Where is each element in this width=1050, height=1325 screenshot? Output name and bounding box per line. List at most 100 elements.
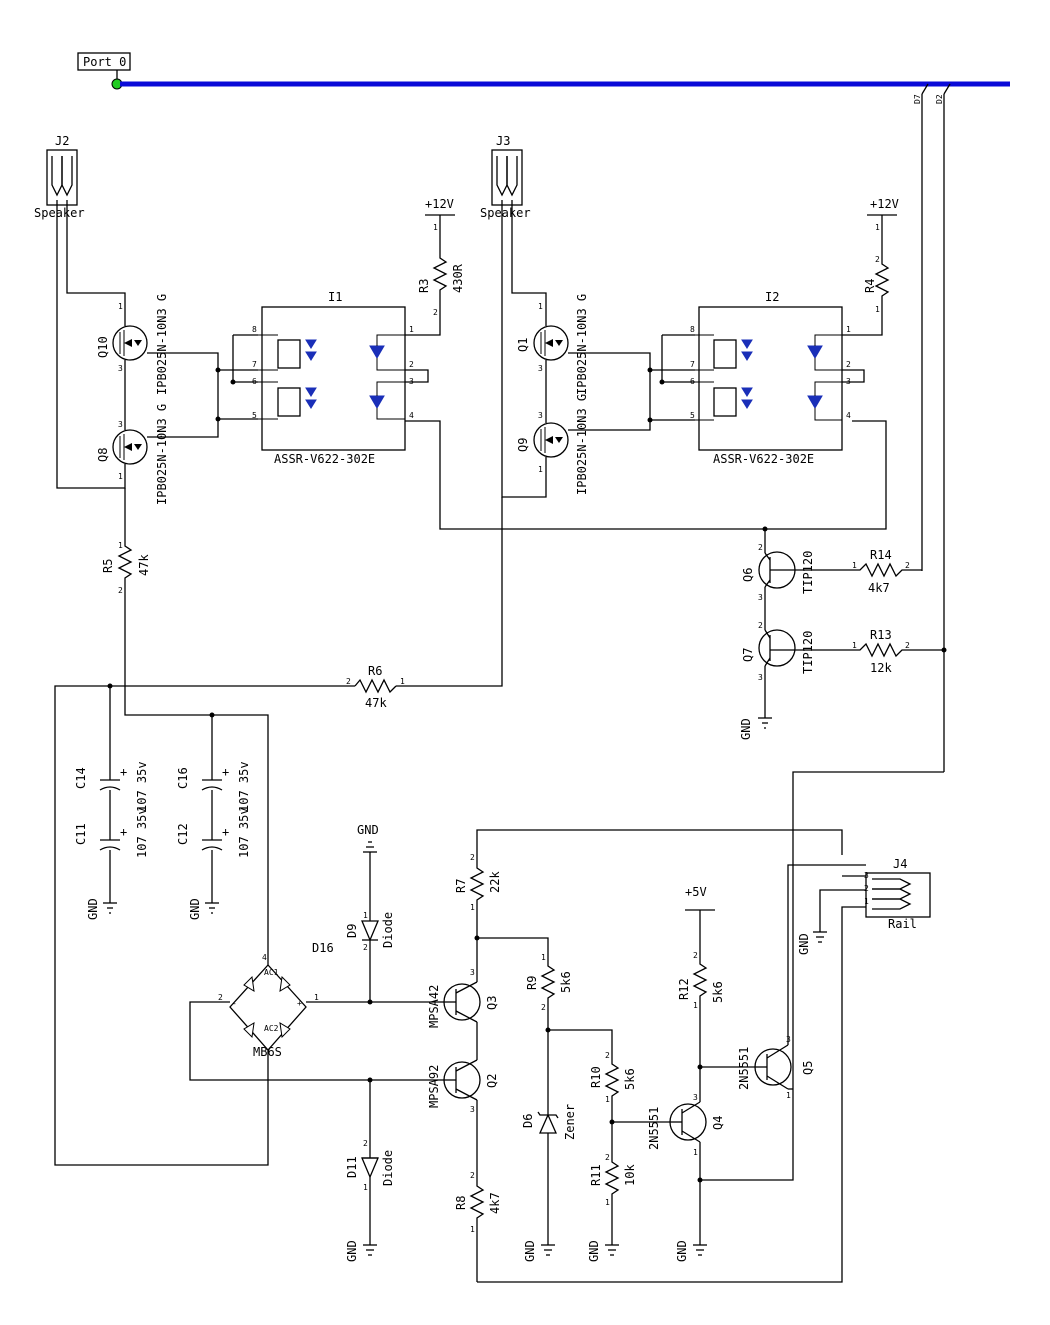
svg-text:1: 1 bbox=[846, 325, 851, 334]
svg-text:22k: 22k bbox=[488, 871, 502, 893]
svg-text:Speaker: Speaker bbox=[34, 206, 85, 220]
svg-text:5: 5 bbox=[690, 411, 695, 420]
svg-text:TIP120: TIP120 bbox=[801, 631, 815, 674]
svg-text:4: 4 bbox=[262, 953, 267, 962]
svg-text:MPSA92: MPSA92 bbox=[427, 1065, 441, 1108]
svg-text:GND: GND bbox=[739, 718, 753, 740]
svg-text:1: 1 bbox=[864, 897, 869, 906]
mosfet-q9: Q9 IPB025N-10N3 G bbox=[516, 394, 589, 495]
svg-text:1: 1 bbox=[693, 1148, 698, 1157]
svg-text:I2: I2 bbox=[765, 290, 779, 304]
transistor-q6: Q6 TIP120 bbox=[741, 551, 815, 594]
svg-text:GND: GND bbox=[675, 1240, 689, 1262]
svg-text:107 35v: 107 35v bbox=[135, 761, 149, 812]
svg-text:1: 1 bbox=[118, 472, 123, 481]
svg-text:2N5551: 2N5551 bbox=[647, 1107, 661, 1150]
resistor-r5: R5 47k bbox=[101, 540, 151, 595]
tap-d2: D2 bbox=[935, 94, 944, 104]
svg-text:+: + bbox=[297, 999, 302, 1008]
svg-text:47k: 47k bbox=[365, 696, 387, 710]
svg-text:2N5551: 2N5551 bbox=[737, 1047, 751, 1090]
svg-text:MB6S: MB6S bbox=[253, 1045, 282, 1059]
gnd-r11: GND bbox=[587, 1240, 619, 1262]
svg-text:GND: GND bbox=[797, 933, 811, 955]
svg-text:R13: R13 bbox=[870, 628, 892, 642]
svg-text:D6: D6 bbox=[521, 1114, 535, 1128]
connector-j4: J4 3 2 1 Rail bbox=[864, 857, 931, 931]
port-0[interactable]: Port 0 bbox=[77, 52, 131, 90]
svg-text:C11: C11 bbox=[74, 823, 88, 845]
bridge-d16: D16 AC1 AC2 4 2 - + 1 MB6S bbox=[218, 941, 334, 1059]
gnd-d6: GND bbox=[523, 1240, 555, 1262]
svg-text:GND: GND bbox=[345, 1240, 359, 1262]
svg-text:2: 2 bbox=[433, 308, 438, 317]
svg-text:2: 2 bbox=[693, 951, 698, 960]
svg-text:1: 1 bbox=[470, 903, 475, 912]
svg-text:7: 7 bbox=[252, 360, 257, 369]
resistor-r6: R6 47k bbox=[354, 664, 397, 710]
relay-i2: I2 ASSR-V622-302E 8 7 6 5 1 2 3 4 bbox=[690, 290, 851, 466]
svg-text:7: 7 bbox=[690, 360, 695, 369]
svg-text:2: 2 bbox=[218, 993, 223, 1002]
capacitor-c11: C11 + 107 35v bbox=[74, 807, 149, 858]
transistor-q3: Q3 MPSA42 bbox=[427, 981, 499, 1028]
svg-text:Q7: Q7 bbox=[741, 648, 755, 662]
transistor-q4: Q4 2N5551 bbox=[647, 1101, 725, 1150]
svg-text:Q5: Q5 bbox=[801, 1061, 815, 1075]
supply-12v-left: +12V bbox=[425, 197, 455, 250]
svg-text:1: 1 bbox=[363, 1183, 368, 1192]
svg-text:Zener: Zener bbox=[563, 1104, 577, 1140]
svg-text:1: 1 bbox=[538, 465, 543, 474]
svg-text:R4: R4 bbox=[863, 279, 877, 293]
port-label: Port 0 bbox=[83, 55, 126, 69]
resistor-r4: R4 bbox=[863, 258, 890, 310]
svg-text:3: 3 bbox=[118, 420, 123, 429]
svg-text:1: 1 bbox=[605, 1198, 610, 1207]
svg-text:2: 2 bbox=[470, 1171, 475, 1180]
svg-text:D9: D9 bbox=[345, 924, 359, 938]
tap-d7: D7 bbox=[913, 94, 922, 104]
connector-j2: J2 Speaker bbox=[34, 134, 85, 220]
svg-text:3: 3 bbox=[470, 968, 475, 977]
diode-d9: D9 Diode bbox=[345, 912, 395, 948]
svg-text:2: 2 bbox=[758, 621, 763, 630]
zener-d6: D6 Zener bbox=[521, 1104, 577, 1140]
svg-text:J3: J3 bbox=[496, 134, 510, 148]
svg-text:1: 1 bbox=[538, 302, 543, 311]
svg-text:1: 1 bbox=[693, 1001, 698, 1010]
svg-text:R12: R12 bbox=[677, 978, 691, 1000]
svg-text:3: 3 bbox=[786, 1035, 791, 1044]
gnd-d11: GND bbox=[345, 1240, 377, 1262]
svg-text:R10: R10 bbox=[589, 1066, 603, 1088]
svg-text:8: 8 bbox=[690, 325, 695, 334]
svg-text:C16: C16 bbox=[176, 767, 190, 789]
svg-text:J2: J2 bbox=[55, 134, 69, 148]
svg-text:+: + bbox=[222, 825, 229, 839]
capacitor-c16: C16 + 107 35v bbox=[176, 761, 251, 812]
svg-text:R11: R11 bbox=[589, 1164, 603, 1186]
transistor-q7: Q7 TIP120 bbox=[741, 629, 815, 674]
svg-text:J4: J4 bbox=[893, 857, 907, 871]
svg-text:4k7: 4k7 bbox=[488, 1192, 502, 1214]
svg-text:GND: GND bbox=[357, 823, 379, 837]
gnd-q7: GND bbox=[739, 717, 772, 740]
svg-text:2: 2 bbox=[605, 1051, 610, 1060]
svg-text:1: 1 bbox=[433, 223, 438, 232]
svg-text:12k: 12k bbox=[870, 661, 892, 675]
svg-text:2: 2 bbox=[118, 586, 123, 595]
svg-text:ASSR-V622-302E: ASSR-V622-302E bbox=[274, 452, 375, 466]
svg-text:3: 3 bbox=[758, 593, 763, 602]
svg-text:4: 4 bbox=[409, 411, 414, 420]
svg-text:10k: 10k bbox=[623, 1164, 637, 1186]
svg-text:2: 2 bbox=[864, 884, 869, 893]
gnd-c12: GND bbox=[188, 898, 219, 920]
svg-text:I1: I1 bbox=[328, 290, 342, 304]
svg-text:3: 3 bbox=[538, 364, 543, 373]
svg-text:4k7: 4k7 bbox=[868, 581, 890, 595]
svg-text:2: 2 bbox=[541, 1003, 546, 1012]
svg-text:R5: R5 bbox=[101, 559, 115, 573]
svg-text:1: 1 bbox=[875, 223, 880, 232]
svg-text:5k6: 5k6 bbox=[559, 971, 573, 993]
svg-text:3: 3 bbox=[864, 871, 869, 880]
